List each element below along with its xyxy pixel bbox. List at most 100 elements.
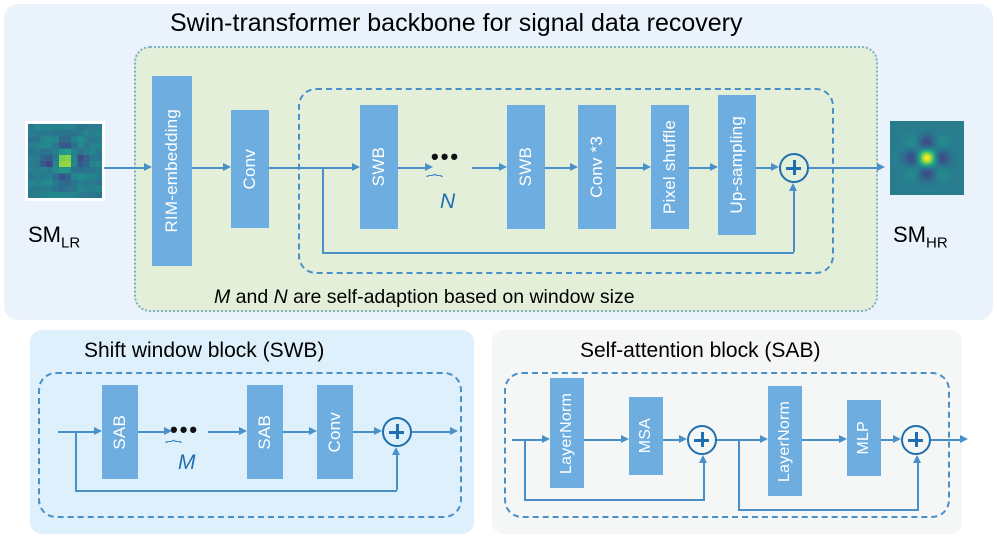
sab-block-layernorm-2-label: LayerNorm	[776, 400, 793, 482]
block-conv-x3-label: Conv *3	[587, 136, 606, 198]
input-heatmap-sm-lr	[25, 121, 105, 201]
block-pixel-shuffle-label: Pixel shuffle	[660, 120, 679, 214]
green-panel-caption: M and N are self-adaption based on windo…	[214, 282, 635, 312]
swb-block-conv[interactable]: Conv	[317, 385, 353, 479]
arrowhead-input-to-rim	[144, 163, 152, 172]
swb-residual-add[interactable]	[382, 417, 412, 447]
output-label-main: SM	[893, 222, 926, 247]
swb-ellipsis: •••	[170, 417, 200, 442]
sab-arrowhead-mlp-to-add2	[893, 435, 901, 444]
wire-residual-up	[793, 190, 795, 252]
swb-wire-sab1-to-ellipsis	[138, 431, 164, 433]
wire-swb1-to-ellipsis	[398, 167, 425, 169]
swb-block-sab-2-label: SAB	[255, 414, 274, 450]
sab-block-layernorm-2[interactable]: LayerNorm	[768, 386, 802, 496]
input-label-main: SM	[28, 222, 61, 247]
wire-ellipsis-to-swb2	[472, 167, 499, 169]
sab-dashed-region	[504, 372, 950, 518]
wire-input-to-rim	[104, 167, 144, 169]
wire-upsampling-to-add	[756, 167, 771, 169]
sab-wire-out	[931, 439, 960, 441]
swb-block-sab-2[interactable]: SAB	[247, 385, 283, 479]
output-label-sub: HR	[926, 234, 948, 252]
block-rim-embedding[interactable]: RIM-embedding	[152, 76, 192, 266]
sab-block-msa-label: MSA	[637, 418, 654, 454]
swb-wire-sab2-to-conv	[283, 431, 309, 433]
sab-wire-residual1-up	[703, 462, 705, 499]
swb-arrowhead-in	[94, 427, 102, 436]
swb-block-conv-label: Conv	[325, 411, 344, 453]
arrowhead-upsampling-to-add	[771, 163, 779, 172]
sab-arrowhead-msa-to-add1	[679, 435, 687, 444]
arrowhead-conv3-to-pixelshuffle	[643, 163, 651, 172]
sab-residual-add-2[interactable]	[901, 425, 931, 455]
caption-m: M	[214, 286, 231, 308]
sab-wire-ln1-to-msa	[584, 439, 621, 441]
arrowhead-swb1-to-ellipsis	[425, 163, 433, 172]
block-swb-1[interactable]: SWB	[360, 105, 398, 229]
input-heatmap-label: SMLR	[28, 222, 80, 251]
swb-wire-residual-across	[75, 490, 397, 492]
block-pixel-shuffle[interactable]: Pixel shuffle	[651, 105, 689, 229]
output-heatmap-sm-hr	[890, 121, 964, 195]
sab-wire-mlp-to-add2	[881, 439, 893, 441]
block-conv-x3[interactable]: Conv *3	[578, 105, 616, 229]
sab-wire-residual2-down	[738, 439, 740, 511]
backbone-brace-icon: ⏞	[426, 174, 444, 191]
sab-arrowhead-residual2-to-add	[913, 455, 922, 463]
arrowhead-pixelshuffle-to-upsampling	[710, 163, 718, 172]
arrowhead-add-to-output	[877, 163, 885, 172]
wire-swb2-to-conv3	[545, 167, 570, 169]
block-conv[interactable]: Conv	[231, 110, 269, 228]
sab-arrowhead-residual1-to-add	[699, 455, 708, 463]
sab-arrowhead-out	[960, 435, 968, 444]
swb-arrowhead-sab1-to-ellipsis	[164, 427, 172, 436]
swb-wire-out	[412, 431, 450, 433]
sab-block-msa[interactable]: MSA	[629, 397, 663, 475]
swb-wire-conv-to-add	[353, 431, 374, 433]
wire-pixelshuffle-to-upsampling	[689, 167, 710, 169]
swb-arrowhead-ellipsis-to-sab2	[239, 427, 247, 436]
page-title: Swin-transformer backbone for signal dat…	[170, 9, 743, 37]
sab-arrowhead-ln2-to-mlp	[839, 435, 847, 444]
caption-tail: are self-adaption based on window size	[287, 286, 635, 308]
backbone-ellipsis: •••	[431, 144, 461, 169]
swb-arrowhead-out	[450, 427, 458, 436]
block-up-sampling-label: Up-sampling	[727, 116, 746, 214]
swb-block-sab-1[interactable]: SAB	[102, 385, 138, 479]
sab-wire-residual2-across	[738, 509, 919, 511]
backbone-dashed-region	[298, 88, 834, 274]
arrowhead-ellipsis-to-swb2	[499, 163, 507, 172]
swb-block-sab-1-label: SAB	[110, 414, 129, 450]
sab-panel-title: Self-attention block (SAB)	[580, 339, 821, 362]
block-conv-label: Conv	[240, 148, 259, 190]
swb-arrowhead-residual-to-add	[392, 447, 401, 455]
wire-residual-across	[322, 252, 794, 254]
sab-arrowhead-in	[542, 435, 550, 444]
arrowhead-swb2-to-conv3	[570, 163, 578, 172]
block-swb-1-label: SWB	[369, 147, 388, 187]
swb-arrowhead-sab2-to-conv	[309, 427, 317, 436]
swb-wire-residual-up	[396, 454, 398, 490]
block-up-sampling[interactable]: Up-sampling	[718, 95, 756, 235]
backbone-residual-add[interactable]	[779, 153, 809, 183]
wire-rim-to-conv	[192, 167, 223, 169]
input-label-sub: LR	[61, 234, 81, 252]
sab-block-layernorm-1[interactable]: LayerNorm	[550, 378, 584, 488]
swb-arrowhead-conv-to-add	[374, 427, 382, 436]
block-rim-embedding-label: RIM-embedding	[162, 109, 181, 233]
caption-mid: and	[230, 286, 274, 308]
sab-arrowhead-add1-to-ln2	[760, 435, 768, 444]
sab-wire-ln2-to-mlp	[802, 439, 839, 441]
swb-repeat-count-m: M	[178, 451, 196, 474]
sab-wire-residual2-up	[917, 462, 919, 509]
block-swb-2-label: SWB	[516, 147, 535, 187]
sab-residual-add-1[interactable]	[687, 425, 717, 455]
swb-wire-ellipsis-to-sab2	[208, 431, 239, 433]
wire-conv3-to-pixelshuffle	[616, 167, 643, 169]
block-swb-2[interactable]: SWB	[507, 105, 545, 229]
sab-block-mlp[interactable]: MLP	[847, 400, 881, 476]
arrowhead-residual-to-add	[789, 183, 798, 191]
backbone-repeat-count-n: N	[440, 190, 456, 213]
wire-residual-down	[322, 167, 324, 254]
